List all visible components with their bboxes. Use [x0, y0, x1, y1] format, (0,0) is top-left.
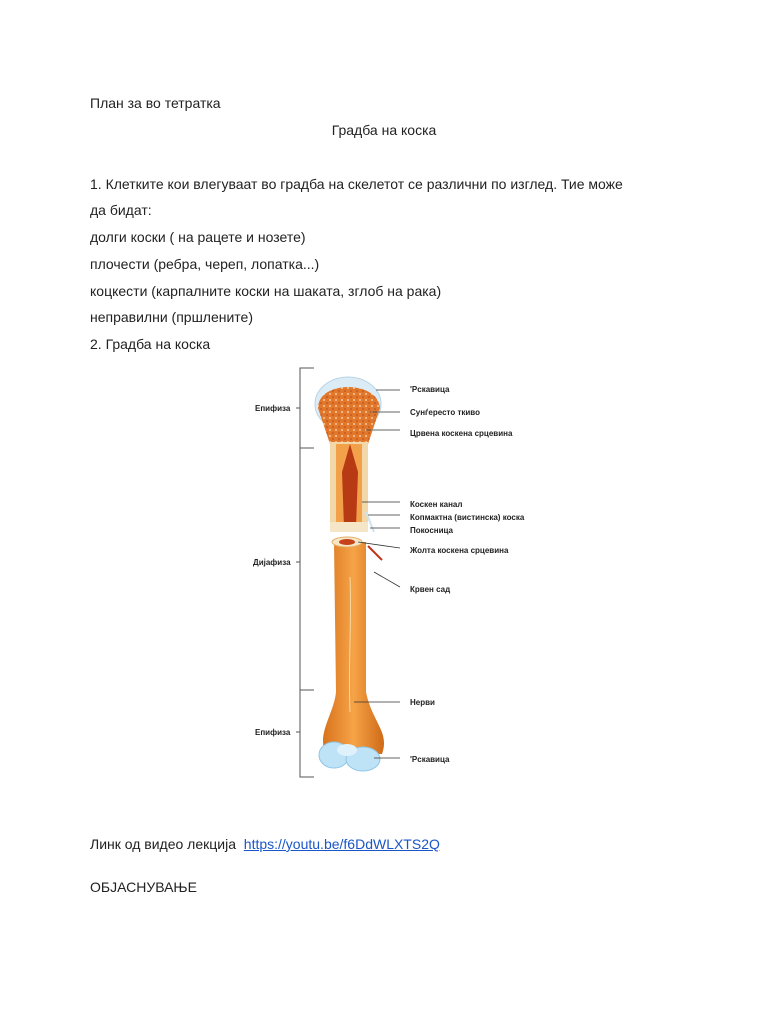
- diaphysis: [322, 536, 385, 754]
- bone-type-irregular: неправилни (пршлените): [90, 309, 254, 325]
- label-periosteum: Покосница: [410, 526, 454, 535]
- leader-lines: [354, 389, 401, 759]
- video-link-prefix: Линк од видео лекција: [90, 836, 236, 852]
- video-link[interactable]: https://youtu.be/f6DdWLXTS2Q: [243, 836, 440, 852]
- upper-epiphysis: [314, 376, 382, 444]
- region-brackets: [296, 367, 314, 778]
- bone-type-flat: плочести (ребра, череп, лопатка...): [90, 256, 320, 272]
- item-1-line-1: 1. Клетките кои влегуваат во градба на с…: [90, 176, 623, 192]
- label-cartilage-bottom: 'Рскавица: [410, 755, 450, 764]
- label-yellow-marrow: Жолта коскена срцевина: [409, 546, 509, 555]
- document-title: Градба на коска: [331, 122, 437, 138]
- region-label-epiphysis-bottom: Епифиза: [255, 728, 291, 737]
- label-bone-canal: Коскен канал: [410, 500, 462, 509]
- label-compact-bone: Копмактна (вистинска) коска: [410, 513, 525, 522]
- region-label-epiphysis-top: Епифиза: [255, 404, 291, 413]
- label-blood-vessel: Крвен сад: [410, 585, 450, 594]
- video-link-line: Линк од видео лекција https://youtu.be/f…: [90, 835, 440, 853]
- label-nerves: Нерви: [410, 698, 435, 707]
- lower-epiphysis: [318, 741, 381, 772]
- label-red-marrow: Црвена коскена срцевина: [410, 429, 513, 438]
- bone-type-long: долги коски ( на рацете и нозете): [90, 229, 306, 245]
- explanation-heading: ОБЈАСНУВАЊЕ: [90, 879, 197, 895]
- item-1-line-2: да бидат:: [90, 202, 152, 218]
- label-cartilage-top: 'Рскавица: [410, 385, 450, 394]
- item-2-heading: 2. Градба на коска: [90, 336, 211, 352]
- bone-type-short: коцкести (карпалните коски на шаката, зг…: [90, 283, 442, 299]
- region-label-diaphysis: Дијафиза: [253, 558, 291, 567]
- document-header: План за во тетратка: [90, 95, 221, 111]
- label-spongy-bone: Сунѓересто ткиво: [410, 408, 480, 417]
- sectioned-shaft: [330, 442, 375, 533]
- bone-structure-figure: Епифиза Дијафиза Епифиза 'Рскавица Сунѓе…: [253, 367, 525, 778]
